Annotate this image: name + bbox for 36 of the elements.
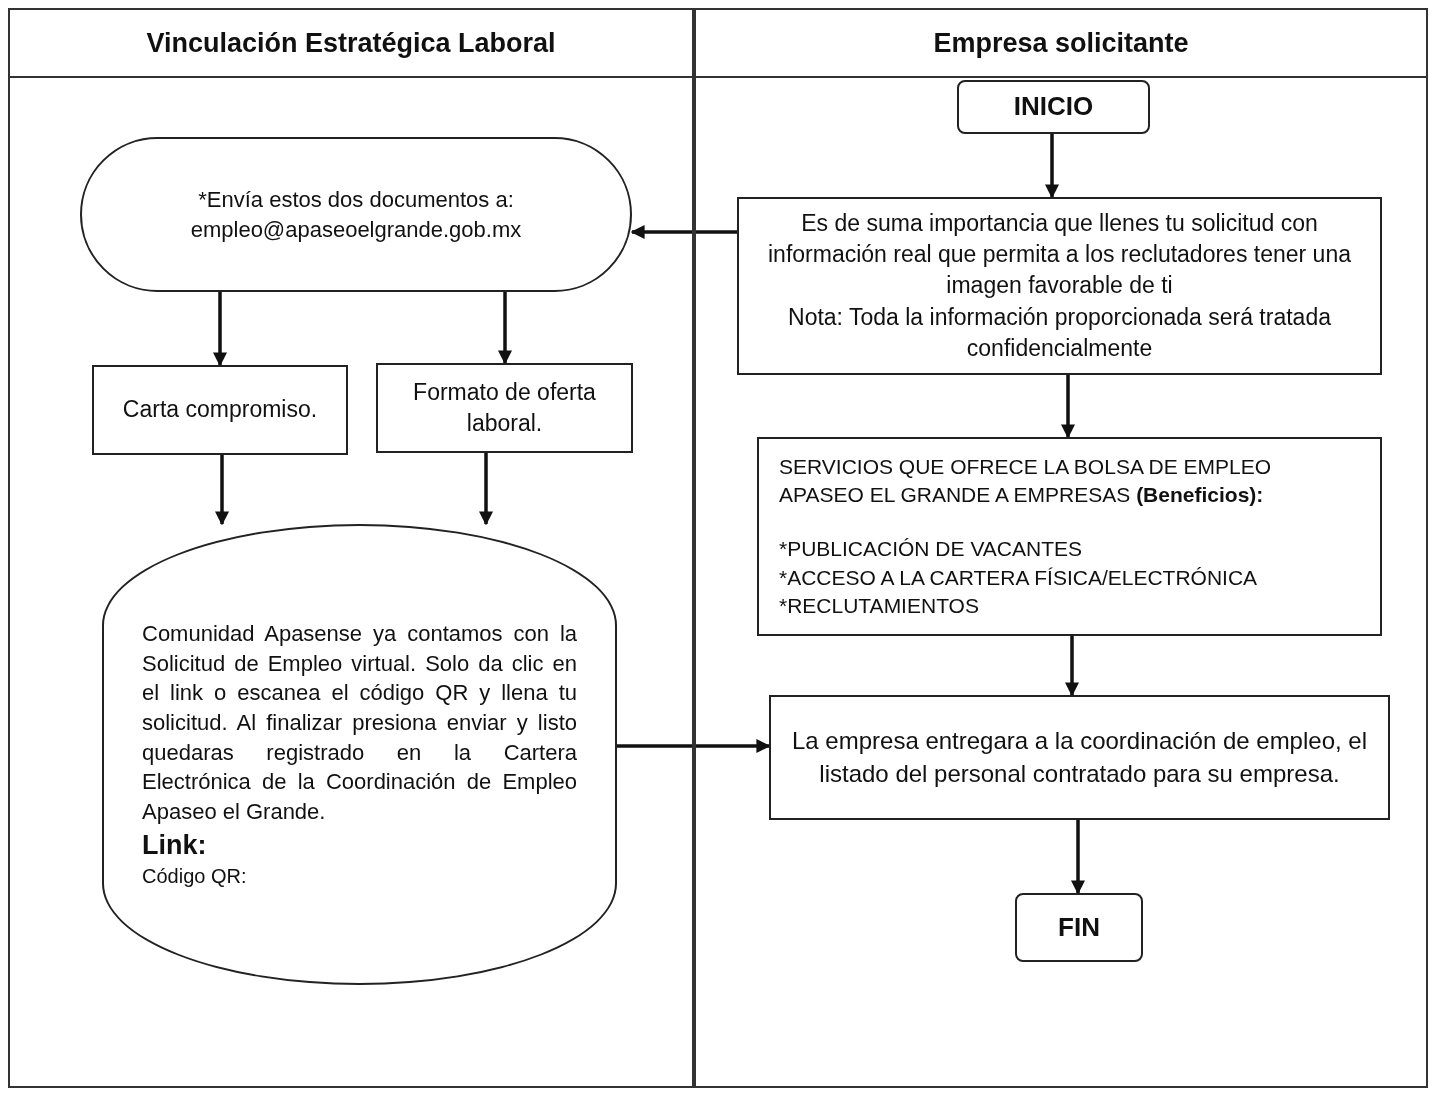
arrow bbox=[617, 739, 771, 753]
node-text: Es de suma importancia que llenes tu solicitud con información real que permita a los reclutadores tener una imagen favorable de ti bbox=[767, 209, 1352, 301]
node-note: Link: bbox=[142, 828, 208, 862]
node-note: Código QR: bbox=[142, 864, 248, 890]
process-box bbox=[757, 437, 1382, 636]
arrow bbox=[630, 225, 737, 239]
node-text: *Envía estos dos documentos a: empleo@apaseoelgrande.gob.mx bbox=[189, 185, 523, 244]
node-note: *RECLUTAMIENTOS bbox=[779, 593, 980, 619]
node-text: SERVICIOS QUE OFRECE LA BOLSA DE EMPLEO APASEO EL GRANDE A EMPRESAS (Beneficios): bbox=[779, 453, 1273, 508]
arrow bbox=[1065, 636, 1079, 697]
process-box bbox=[769, 695, 1390, 820]
swimlane bbox=[694, 8, 1428, 1088]
swimlane bbox=[8, 8, 694, 1088]
node-note: *PUBLICACIÓN DE VACANTES bbox=[779, 536, 1083, 563]
arrow bbox=[498, 292, 512, 365]
arrow bbox=[1045, 134, 1059, 199]
terminator-box bbox=[1015, 893, 1143, 962]
node-text: Comunidad Apasense ya contamos con la Solicitud de Empleo virtual. Solo da clic en el link o escanea el código QR y llena tu solicitud. Al finalizar presiona enviar y listo quedaras registrado en la Cartera Electrónica de la Coordinación de Empleo Apaseo el Grande. bbox=[142, 619, 577, 826]
arrow bbox=[215, 455, 229, 526]
process-box bbox=[92, 365, 348, 455]
node-note: Nota: Toda la información proporcionada será tratada confidencialmente bbox=[787, 302, 1332, 363]
node-text: Carta compromiso. bbox=[122, 395, 318, 425]
arrow bbox=[479, 453, 493, 526]
lane-header: Empresa solicitante bbox=[696, 10, 1426, 78]
terminator-box bbox=[957, 80, 1150, 134]
process-box bbox=[376, 363, 633, 453]
process-box bbox=[737, 197, 1382, 375]
node-note: *ACCESO A LA CARTERA FÍSICA/ELECTRÓNICA bbox=[779, 564, 1259, 591]
node-text: FIN bbox=[1058, 910, 1100, 944]
lane-header: Vinculación Estratégica Laboral bbox=[10, 10, 692, 78]
node-text: Formato de oferta laboral. bbox=[412, 377, 597, 438]
node-text: INICIO bbox=[1013, 90, 1094, 124]
node-text: La empresa entregara a la coordinación de empleo, el listado del personal contratado para su empresa. bbox=[791, 726, 1368, 789]
arrow bbox=[213, 292, 227, 367]
arrow bbox=[1071, 820, 1085, 895]
arrow bbox=[1061, 375, 1075, 439]
